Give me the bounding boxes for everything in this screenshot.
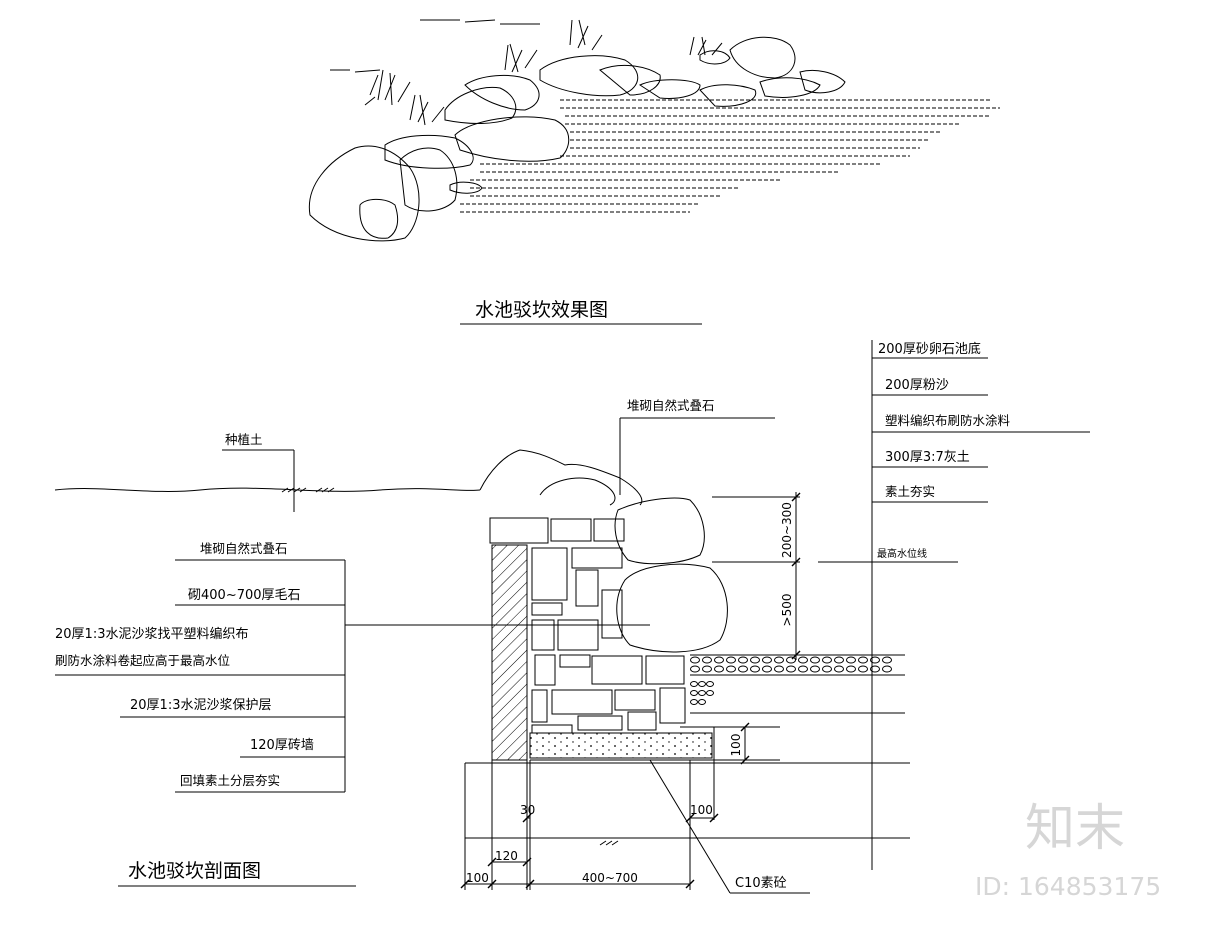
label-protect-layer: 20厚1:3水泥沙浆保护层 (130, 698, 271, 713)
pebble (702, 665, 712, 673)
label-pebble-base: 200厚砂卵石池底 (878, 341, 981, 357)
pebble (698, 681, 706, 687)
pebble (738, 665, 748, 673)
label-mortar-a: 20厚1:3水泥沙浆找平塑料编织布 (55, 627, 248, 642)
pebble (690, 699, 698, 705)
section-drawing (54, 340, 1090, 894)
section-title: 水池驳坎剖面图 (128, 860, 261, 882)
plants (330, 19, 723, 126)
pebble (762, 656, 772, 664)
pebble (774, 656, 784, 664)
pebble (762, 665, 772, 673)
dim-500: >500 (780, 594, 794, 627)
section-labels: 种植土 堆砌自然式叠石 200厚砂卵石池底 200厚粉沙 塑料编织布刷防水涂料 … (55, 341, 1011, 891)
rockery-stone-1 (614, 497, 705, 565)
watermark-id: ID: 164853175 (975, 872, 1161, 901)
pebble (714, 665, 724, 673)
label-compact-soil: 素土夯实 (885, 484, 935, 499)
dim-100-vertical: 100 (729, 734, 743, 757)
label-backfill: 回填素土分层夯实 (180, 773, 280, 788)
pebble (726, 665, 736, 673)
rockery-stone-2 (616, 563, 728, 653)
pebble (706, 681, 714, 687)
pebble (870, 665, 880, 673)
pebble (870, 656, 880, 664)
label-mortar-b: 刷防水涂料卷起应高于最高水位 (55, 653, 230, 668)
pebble (798, 656, 808, 664)
pebble (786, 656, 796, 664)
dim-30: 30 (520, 803, 535, 817)
pebble (822, 665, 832, 673)
pebble (750, 665, 760, 673)
pebble (846, 665, 856, 673)
label-fabric: 塑料编织布刷防水涂料 (885, 413, 1011, 428)
pebble (690, 681, 698, 687)
dim-120: 120 (495, 849, 518, 863)
pebble (702, 656, 712, 664)
dim-200-300: 200~300 (780, 502, 794, 558)
watermark-brand: 知末 (1025, 799, 1125, 857)
pebble (858, 665, 868, 673)
ground-line (54, 487, 481, 492)
dim-100-right: 100 (690, 803, 713, 817)
rocks (308, 36, 846, 242)
rubble-stones (531, 547, 686, 734)
label-concrete: C10素砼 (735, 876, 787, 891)
label-rockery-left: 堆砌自然式叠石 (200, 541, 288, 556)
pebble (690, 656, 700, 664)
pebble (690, 665, 700, 673)
pond-effect-sketch (308, 19, 1000, 242)
dimension-labels: 200~300 >500 100 30 100 120 100 400~700 (466, 502, 794, 885)
concrete-base (529, 732, 713, 759)
pebble (846, 656, 856, 664)
pebble (858, 656, 868, 664)
pebble (698, 690, 706, 696)
label-high-water: 最高水位线 (877, 547, 927, 560)
water-lines (460, 99, 1000, 213)
pebble (882, 665, 892, 673)
pebble (706, 690, 714, 696)
pebble (690, 690, 698, 696)
pebble (798, 665, 808, 673)
pebble (714, 656, 724, 664)
pebble (786, 665, 796, 673)
pebble (810, 656, 820, 664)
pebble (882, 656, 892, 664)
rockery-outline (479, 449, 643, 506)
dim-400-700: 400~700 (582, 871, 638, 885)
dim-100-left: 100 (466, 871, 489, 885)
label-rockery-top: 堆砌自然式叠石 (627, 398, 715, 413)
label-lime-soil: 300厚3:7灰土 (885, 450, 970, 465)
label-planting-soil: 种植土 (225, 432, 263, 447)
pebble (834, 665, 844, 673)
pebble (810, 665, 820, 673)
pebble (750, 656, 760, 664)
label-sand: 200厚粉沙 (885, 378, 949, 393)
pebble (834, 656, 844, 664)
dimension-ticks (460, 492, 801, 889)
effect-title: 水池驳坎效果图 (475, 299, 608, 321)
pebble (738, 656, 748, 664)
pebble (698, 699, 706, 705)
pebble (774, 665, 784, 673)
label-rubble: 砌400~700厚毛石 (188, 588, 301, 603)
label-brick-wall: 120厚砖墙 (250, 738, 314, 753)
pebble-layer (690, 656, 892, 705)
pebble (726, 656, 736, 664)
brick-wall (491, 544, 528, 761)
pebble (822, 656, 832, 664)
